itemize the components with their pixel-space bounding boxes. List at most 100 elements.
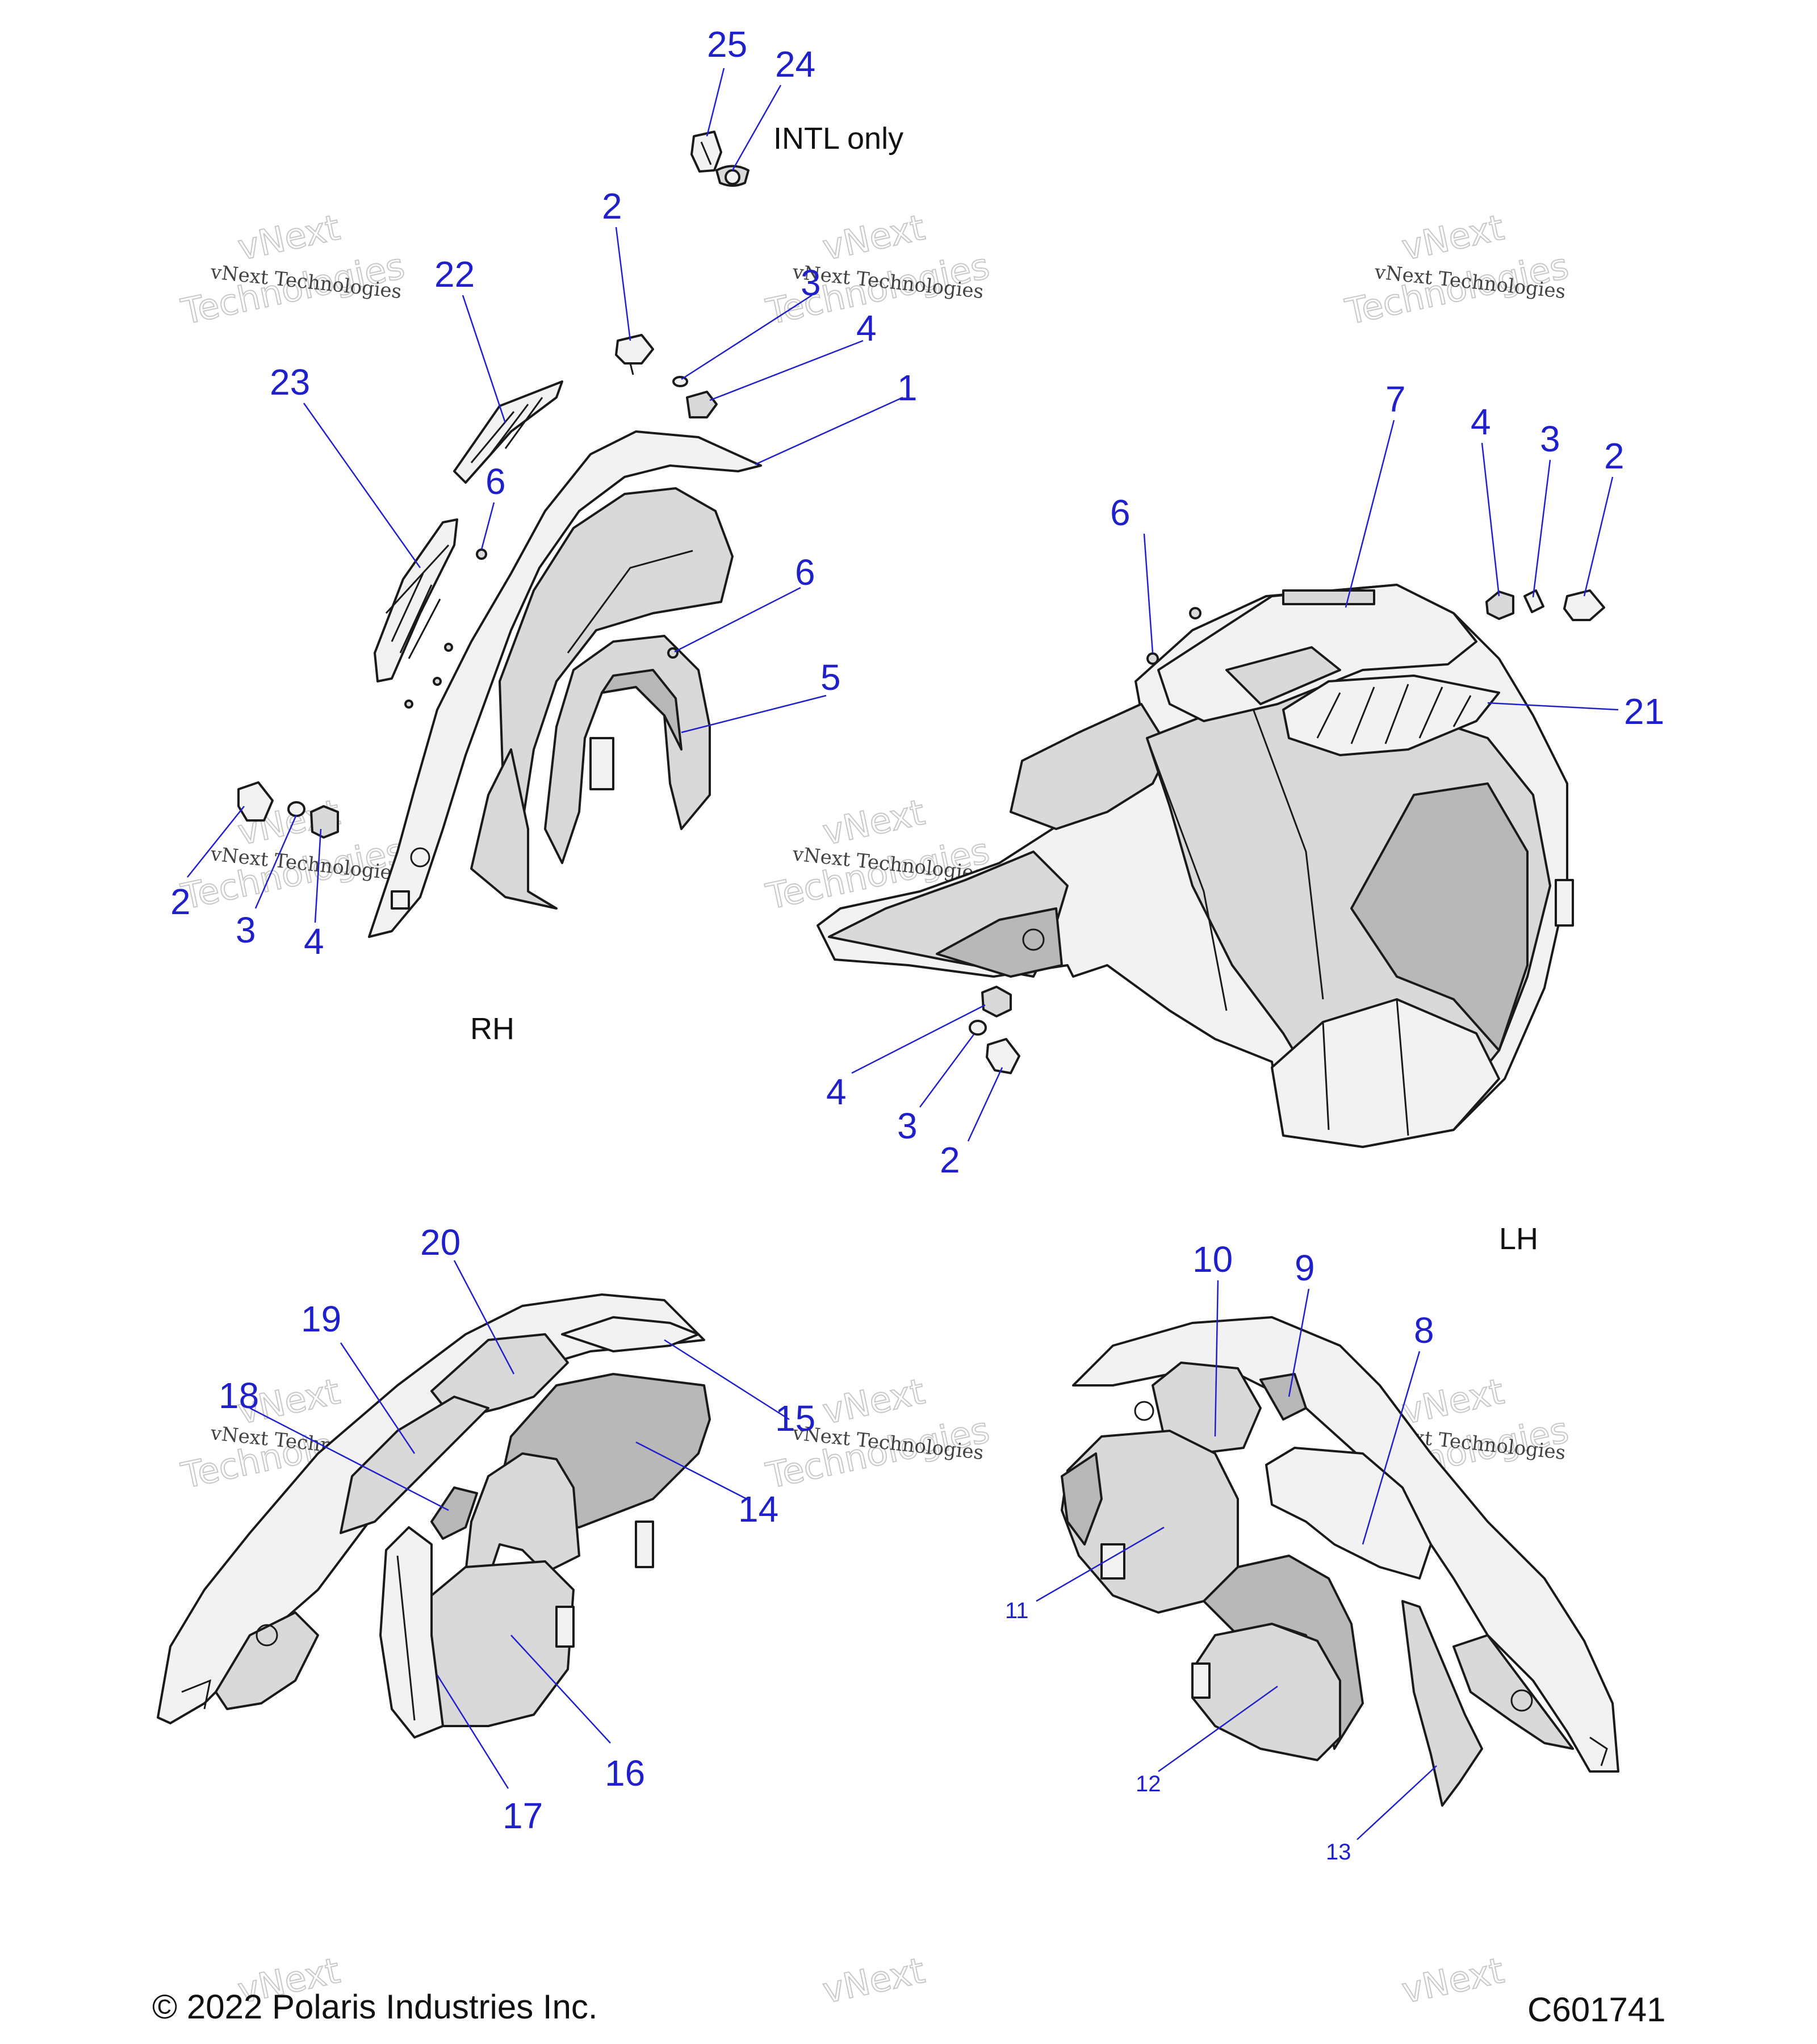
part-7-body-shadow: [1350, 782, 1529, 1052]
part-1-inner: [499, 487, 734, 853]
lh-liner-assembly: [1061, 1316, 1619, 1807]
leader-16: [510, 1635, 611, 1744]
part-2-push-rivet: [237, 781, 274, 822]
intl-hardware: [690, 131, 750, 187]
callout-2: 2: [940, 1140, 960, 1180]
watermark-text: vNext: [819, 791, 928, 853]
callout-5: 5: [820, 657, 841, 698]
callout-22: 22: [434, 254, 475, 295]
leader-3-rh: [254, 814, 298, 909]
leader-19: [340, 1342, 416, 1454]
part-4-nut: [310, 805, 339, 839]
callout-19: 19: [301, 1299, 341, 1339]
part-4-nut: [686, 391, 718, 418]
callout-4: 4: [826, 1071, 847, 1112]
part-9-strip: [1259, 1373, 1307, 1421]
callout-16: 16: [605, 1753, 645, 1794]
lh-liner-tab: [1100, 1543, 1125, 1580]
callout-9: 9: [1295, 1247, 1315, 1288]
leader-17: [436, 1674, 509, 1789]
leader-3-lh: [1532, 459, 1551, 598]
part-2-push-rivet: [615, 334, 654, 365]
part-7-mount-tab: [1555, 879, 1574, 927]
leader-15: [664, 1339, 790, 1421]
part-1-fender: [368, 430, 762, 938]
callout-24: 24: [775, 44, 815, 85]
leader-20: [453, 1260, 515, 1375]
leader-4-rh: [314, 828, 322, 923]
leader-4-lh: [1481, 442, 1500, 597]
callout-2: 2: [170, 881, 191, 922]
watermark: vNext Technologies: [1341, 206, 1573, 333]
callout-21: 21: [1624, 691, 1664, 732]
leader-9: [1288, 1288, 1310, 1397]
leader-22: [462, 295, 506, 424]
lh-fender-assembly: [817, 584, 1605, 1148]
part-18-strip: [430, 1486, 478, 1540]
part-16-panel: [425, 1560, 575, 1727]
lh-label: LH: [1499, 1222, 1538, 1256]
leader-10: [1214, 1280, 1219, 1437]
leader-4-top: [709, 340, 864, 401]
diagram-notes: INTL only RH LH: [470, 122, 1538, 1256]
part-3-washer: [287, 801, 305, 817]
callout-2: 2: [1604, 435, 1625, 476]
part-6-screw: [404, 700, 413, 709]
part-7-lower-box: [1271, 998, 1500, 1148]
leader-11: [1036, 1526, 1165, 1602]
part-7-front-arm-shadow: [936, 907, 1063, 978]
watermark-text: vNext: [819, 1950, 928, 2012]
callout-6: 6: [1110, 492, 1131, 533]
part-17-strip: [379, 1526, 444, 1739]
leader-23: [303, 403, 421, 568]
callout-3: 3: [897, 1105, 918, 1146]
leader-6-rh-b: [674, 587, 801, 653]
callout-10: 10: [1192, 1239, 1233, 1280]
part-6-screw: [476, 548, 487, 560]
lh-liner-rail: [1452, 1634, 1574, 1750]
part-1-mount-tab: [391, 890, 410, 910]
watermark-text: vNext: [819, 207, 928, 269]
callout-11: 11: [1005, 1598, 1029, 1623]
part-23-grille: [374, 518, 458, 682]
part-8-panel: [1265, 1447, 1432, 1580]
leader-2-rh: [187, 806, 245, 878]
callout-13: 13: [1326, 1840, 1351, 1865]
leader-14: [635, 1441, 747, 1500]
watermark-text: vNext: [1398, 1371, 1507, 1433]
part-25-clip: [690, 131, 722, 173]
part-6-screw: [1189, 607, 1201, 619]
leader-1: [755, 396, 903, 466]
callout-6: 6: [795, 552, 815, 593]
rh-liner-assembly: [157, 1293, 711, 1739]
part-2-push-rivet: [1563, 589, 1605, 621]
leader-12: [1158, 1685, 1278, 1773]
part-13-strip: [1401, 1600, 1483, 1807]
callout-8: 8: [1414, 1310, 1434, 1351]
part-6-screw: [1146, 652, 1159, 665]
leader-6-rh: [480, 502, 495, 550]
leader-21: [1487, 702, 1619, 711]
part-19-panel: [340, 1396, 489, 1534]
callout-3: 3: [801, 262, 821, 303]
rh-fender-assembly: [237, 334, 762, 938]
leader-5: [681, 694, 827, 734]
part-3-washer: [969, 1020, 987, 1036]
leader-2-lh-b: [967, 1067, 1003, 1142]
leader-25: [706, 68, 725, 137]
part-5-liner-shadow: [601, 669, 683, 751]
callout-2: 2: [602, 186, 622, 227]
part-1-lower-skirt: [470, 748, 558, 910]
part-6-screw: [444, 643, 453, 652]
callout-4: 4: [1471, 401, 1491, 442]
intl-only-note: INTL only: [773, 122, 903, 156]
part-4-nut: [1485, 590, 1514, 620]
part-21-grille: [1282, 675, 1500, 756]
drawing-number: C601741: [1527, 1991, 1666, 2029]
leader-6-lh: [1143, 533, 1154, 654]
part-1-mount-tab: [589, 737, 614, 790]
part-7-top-rail: [1010, 703, 1171, 830]
watermark-text: vNext: [1398, 1950, 1507, 2012]
part-2-push-rivet: [986, 1038, 1020, 1074]
